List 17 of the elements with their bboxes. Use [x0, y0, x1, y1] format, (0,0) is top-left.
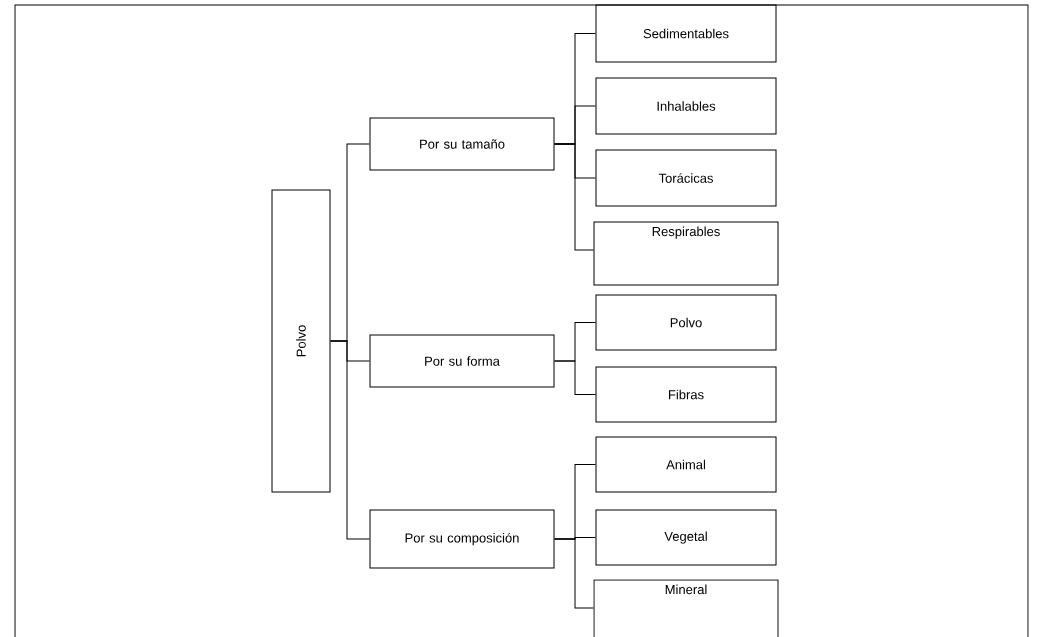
- connector: [554, 538, 594, 609]
- connector: [554, 143, 594, 251]
- box: Fibras: [595, 366, 777, 423]
- box: Animal: [595, 436, 777, 493]
- box: Por su composición: [369, 509, 555, 569]
- box: Mineral: [593, 579, 779, 637]
- box: Respirables: [593, 221, 779, 286]
- connector: [330, 340, 370, 540]
- box: Sedimentables: [595, 4, 777, 63]
- box: Inhalables: [595, 77, 777, 135]
- connector: [554, 360, 596, 395]
- box: Por su forma: [369, 334, 555, 388]
- box: Torácicas: [595, 149, 777, 207]
- box: Vegetal: [595, 509, 777, 566]
- box: Polvo: [595, 294, 777, 351]
- box: Polvo: [271, 189, 331, 493]
- box: Por su tamaño: [369, 117, 555, 171]
